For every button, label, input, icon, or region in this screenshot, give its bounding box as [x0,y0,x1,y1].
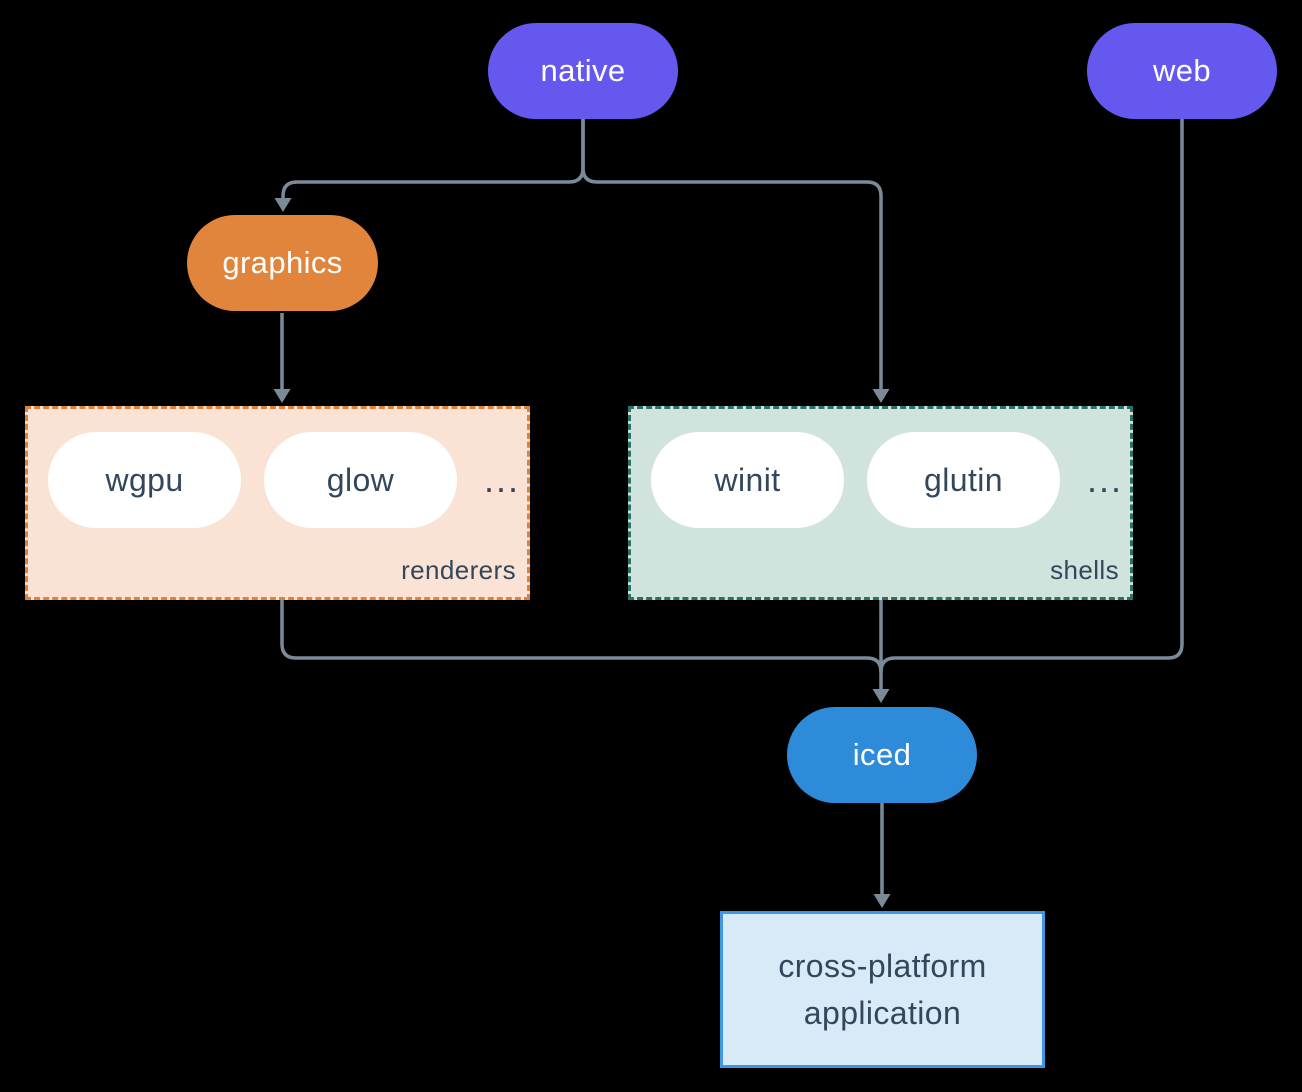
arrowhead-into-application [873,894,891,908]
pill-wgpu-label: wgpu [105,461,184,498]
node-iced-label: iced [852,737,912,772]
node-iced: iced [787,707,977,803]
arrowhead-into-shells [872,389,890,403]
pill-glow-label: glow [326,461,395,498]
group-renderers: wgpu glow ... renderers [25,406,530,600]
shells-ellipsis: ... [1087,459,1124,500]
pill-glutin: glutin [867,432,1060,528]
arrowhead-into-renderers [273,389,291,403]
group-shells: winit glutin ... shells [628,406,1133,600]
group-renderers-label: renderers [401,555,516,585]
pill-glow: glow [264,432,457,528]
pill-wgpu: wgpu [48,432,241,528]
renderers-ellipsis: ... [484,459,521,500]
node-graphics: graphics [187,215,378,311]
pill-winit: winit [651,432,844,528]
node-graphics-label: graphics [222,245,343,280]
edge-native-shells [581,119,883,390]
edge-arrowheads [273,198,891,908]
arrowhead-into-graphics [274,198,292,212]
pill-glutin-label: glutin [924,461,1003,498]
node-native: native [488,23,678,119]
application-label-line1: cross-platform [778,948,987,985]
edge-native-graphics [281,119,585,199]
group-renderers-row: wgpu glow ... [48,432,520,528]
node-native-label: native [540,53,626,88]
node-web: web [1087,23,1277,119]
node-cross-platform-application: cross-platform application [720,911,1045,1068]
pill-winit-label: winit [714,461,781,498]
application-label-line2: application [803,994,962,1031]
edge-renderers-merge [280,600,883,673]
group-shells-row: winit glutin ... [651,432,1123,528]
group-shells-label: shells [1050,555,1119,585]
node-web-label: web [1152,53,1212,88]
arrowhead-into-iced [872,689,890,703]
edge-lines [280,119,1184,895]
